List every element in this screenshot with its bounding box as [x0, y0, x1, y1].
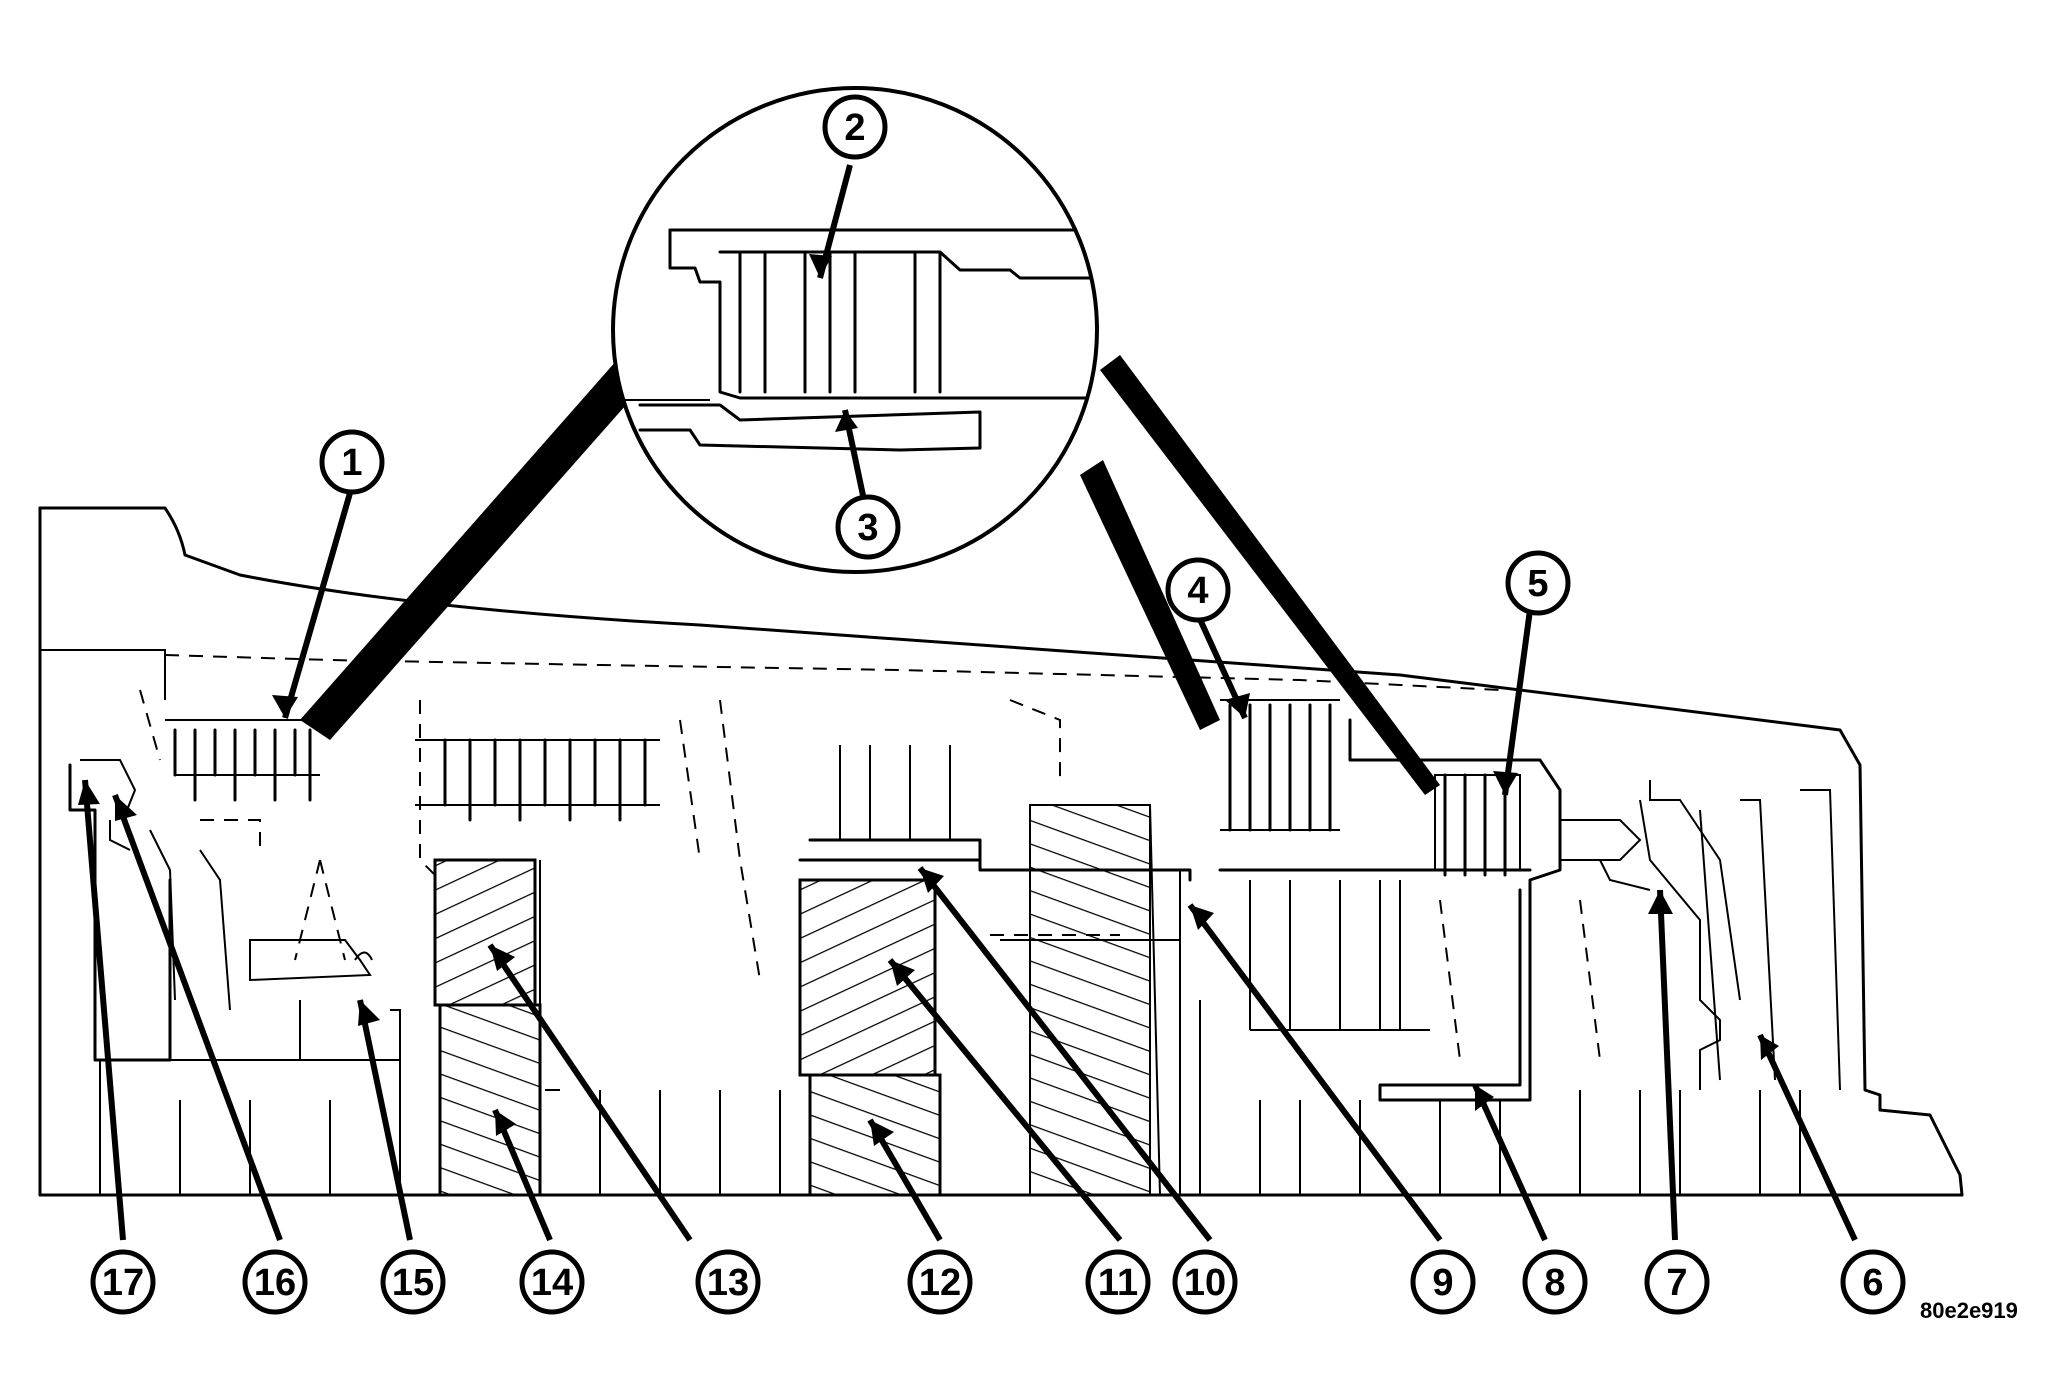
callout-6: 6	[1840, 1249, 1906, 1315]
callout-8: 8	[1522, 1249, 1588, 1315]
magnified-detail	[300, 86, 1440, 795]
gear-13-14	[433, 858, 560, 1197]
callout-14: 14	[519, 1249, 585, 1315]
clutch-pack-5	[1348, 718, 1741, 1102]
figure-reference-code: 80e2e919	[1920, 1298, 2018, 1323]
callout-15: 15	[380, 1249, 446, 1315]
housing-outline	[38, 506, 1964, 1197]
callout-9: 9	[1410, 1249, 1476, 1315]
svg-text:6: 6	[1862, 1262, 1883, 1304]
svg-text:15: 15	[392, 1262, 434, 1304]
svg-text:16: 16	[254, 1262, 296, 1304]
callout-3: 3	[835, 494, 901, 560]
svg-text:2: 2	[844, 107, 865, 149]
callout-10: 10	[1172, 1249, 1238, 1315]
callout-16: 16	[242, 1249, 308, 1315]
svg-text:10: 10	[1184, 1262, 1226, 1304]
svg-text:17: 17	[102, 1262, 144, 1304]
center-gears	[798, 699, 1192, 1197]
svg-text:7: 7	[1666, 1262, 1687, 1304]
svg-text:4: 4	[1187, 570, 1208, 612]
svg-text:8: 8	[1544, 1262, 1565, 1304]
middle-clutch-pack	[415, 699, 761, 981]
callout-5: 5	[1505, 550, 1571, 616]
callout-12: 12	[907, 1249, 973, 1315]
leader-lines	[78, 164, 1858, 1242]
svg-text:9: 9	[1432, 1262, 1453, 1304]
callout-11: 11	[1085, 1249, 1151, 1315]
svg-text:5: 5	[1527, 563, 1548, 605]
svg-text:14: 14	[531, 1262, 573, 1304]
svg-text:1: 1	[341, 442, 362, 484]
clutch-pack-1	[165, 719, 320, 802]
callout-17: 17	[90, 1249, 156, 1315]
callout-13: 13	[695, 1249, 761, 1315]
svg-text:11: 11	[1098, 1262, 1138, 1304]
callout-2: 2	[822, 94, 888, 160]
svg-text:3: 3	[857, 507, 878, 549]
svg-text:12: 12	[919, 1262, 961, 1304]
callout-7: 7	[1644, 1249, 1710, 1315]
callout-4: 4	[1165, 557, 1231, 623]
callout-1: 1	[319, 429, 385, 495]
svg-text:13: 13	[707, 1262, 749, 1304]
